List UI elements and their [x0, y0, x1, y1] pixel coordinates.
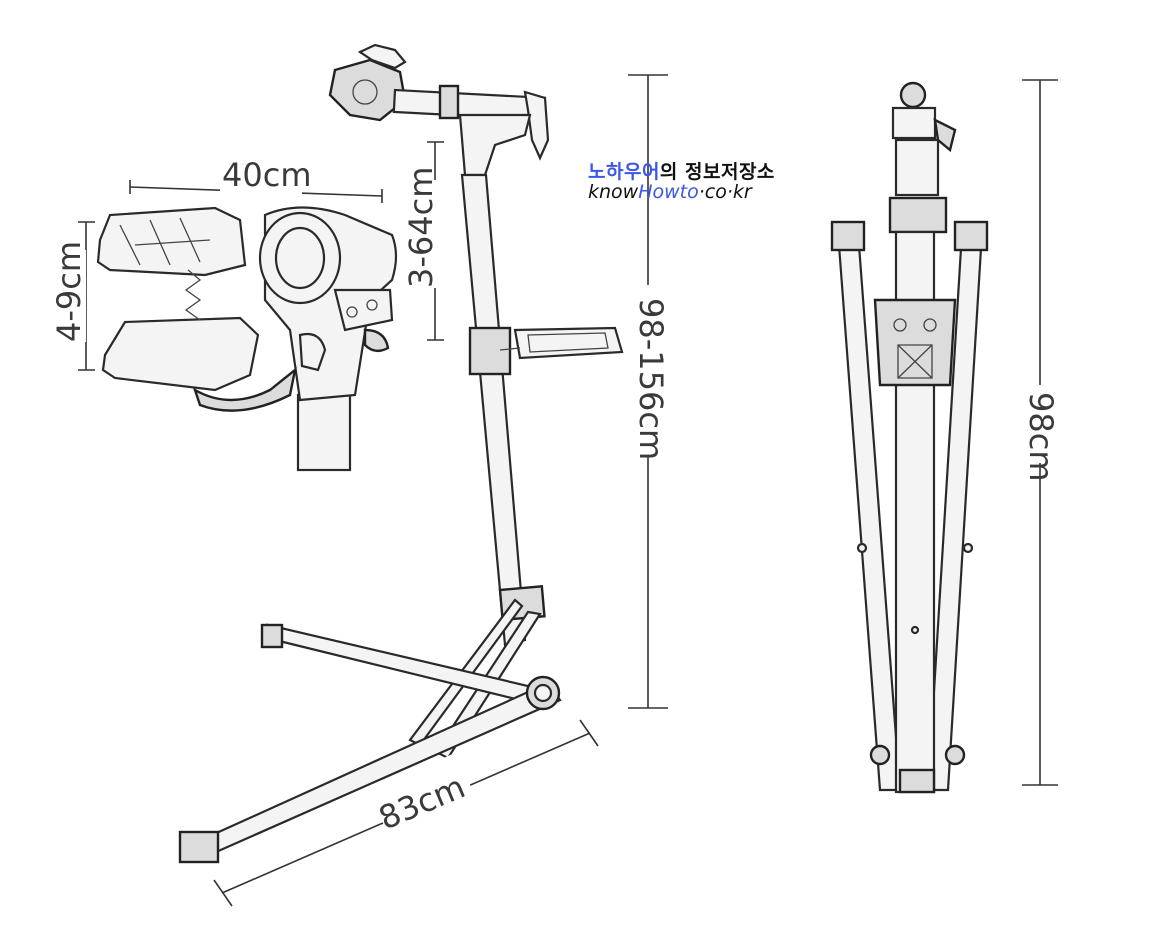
- dimension-clamp-adjust: 3-64cm: [402, 141, 444, 341]
- watermark-korean-plain: 의 정보저장소: [659, 161, 775, 183]
- watermark-url-colored: Howto: [638, 181, 699, 203]
- label-clamp-width: 40cm: [222, 156, 311, 194]
- label-clamp-adjust: 3-64cm: [402, 167, 440, 288]
- repair-stand-illustration: [178, 43, 624, 864]
- watermark-korean: 노하우어의 정보저장소: [588, 157, 775, 184]
- watermark-korean-colored: 노하우어: [588, 161, 660, 183]
- watermark-url-prefix: know: [588, 181, 639, 203]
- label-clamp-height: 4-9cm: [50, 241, 88, 342]
- dimension-stand-height: 98-156cm: [628, 74, 670, 709]
- dimension-folded-height: 98cm: [1022, 79, 1062, 786]
- dimension-clamp-height: 4-9cm: [50, 221, 95, 371]
- folded-stand-illustration: [830, 81, 989, 794]
- dimension-clamp-width: 40cm: [129, 156, 383, 203]
- watermark-url: knowHowto·co·kr: [588, 181, 752, 203]
- clamp-detail-illustration: [96, 206, 398, 472]
- watermark-url-suffix: ·co·kr: [698, 181, 752, 203]
- label-folded-height: 98cm: [1022, 392, 1060, 481]
- label-stand-height: 98-156cm: [632, 298, 670, 460]
